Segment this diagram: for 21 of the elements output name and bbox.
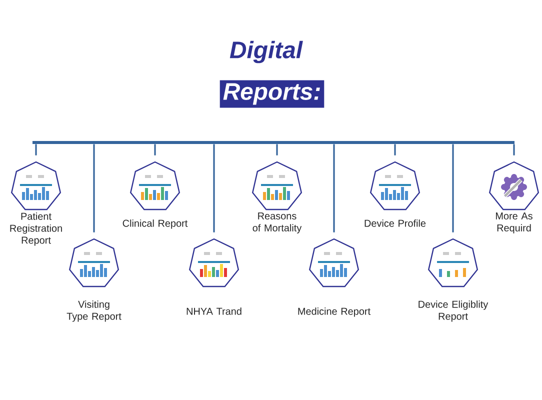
connector-line: [154, 144, 156, 156]
report-label: Device Profile: [364, 220, 426, 227]
title: Digital: [230, 40, 303, 64]
connector-line: [394, 144, 396, 156]
connector-line: [452, 144, 454, 232]
report-label: Clinical Report: [122, 220, 188, 229]
report-label: Device Eligiblity Report: [418, 300, 488, 322]
bus-bar: [32, 141, 514, 144]
connector-line: [213, 144, 215, 232]
connector-line: [333, 144, 335, 232]
report-label: Medicine Report: [298, 308, 370, 317]
report-label: Patient Registration Report: [10, 212, 62, 246]
connector-line: [276, 144, 278, 156]
heading-box: Reports:: [220, 80, 324, 108]
report-label: Visiting Type Report: [66, 300, 122, 322]
report-label: More As Requird: [496, 212, 532, 234]
connector-line: [35, 144, 37, 156]
connector-line: [93, 144, 95, 232]
connector-line: [513, 144, 515, 156]
report-label: Reasons of Mortality: [252, 212, 302, 234]
report-label: NHYA Trand: [186, 308, 242, 315]
